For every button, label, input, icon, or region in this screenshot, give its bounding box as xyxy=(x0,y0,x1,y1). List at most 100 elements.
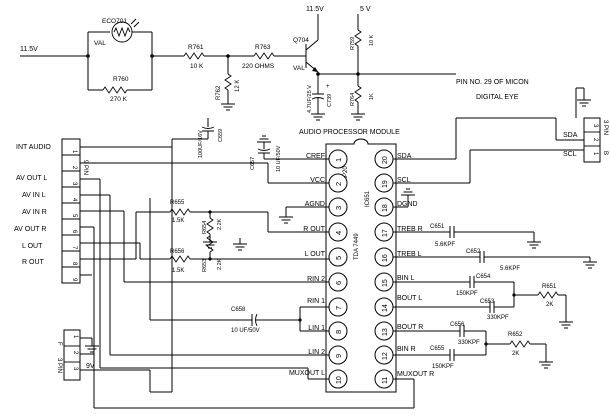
connector-int-audio: INT AUDIO 1 2 3 4 5 6 7 8 9 9 PIN AV OUT… xyxy=(14,138,88,284)
pin-label-scl: SCL xyxy=(397,177,411,184)
r763-value: 220 OHMS xyxy=(242,63,275,70)
connector-bottom-3pin: 1 2 3 F 3 PIN 9V xyxy=(56,329,172,393)
resistor-r654 xyxy=(206,217,214,235)
r651-label: R651 xyxy=(542,284,557,290)
ic-pin-19: 19 xyxy=(374,173,394,193)
ic-ref-label: IC651 xyxy=(365,190,371,207)
svg-text:7: 7 xyxy=(71,246,77,250)
resistor-r651 xyxy=(537,291,559,299)
svg-text:19: 19 xyxy=(382,180,389,188)
digital-eye-section: 11.5V ECO701 VAL R760 270 K R761 10 K xyxy=(20,6,529,121)
ic-pin-5: 5 xyxy=(328,247,348,267)
c657-label: C657 xyxy=(250,157,256,170)
pin-label-agnd: AGND xyxy=(305,201,325,208)
q704-value: VAL xyxy=(293,65,305,72)
r654-value: 2.2K xyxy=(217,218,223,230)
pin-label-vcc: VCC xyxy=(310,177,325,184)
bass-right-network: C656 330KPF C655 150KPF R652 2K xyxy=(393,322,553,370)
r761-label: R761 xyxy=(188,44,204,51)
c659-value: 100UF/16V xyxy=(198,130,204,158)
l-out-network: R656 1.5K R653 2.2K xyxy=(169,234,329,274)
r759-label: R759 xyxy=(350,37,356,50)
resistor-r652 xyxy=(509,340,531,348)
ic-pin-6: 6 xyxy=(328,272,348,292)
svg-text:13: 13 xyxy=(382,328,389,336)
connector-right-3pin: 3 2 1 3 PIN B xyxy=(575,87,608,163)
eco701-label: ECO701 xyxy=(102,18,127,25)
cref-vcc-decoupling: 100UF/16V C659 C657 10 UF/50V xyxy=(171,118,329,184)
svg-text:2: 2 xyxy=(592,138,598,142)
svg-text:1: 1 xyxy=(592,152,598,156)
svg-text:9: 9 xyxy=(334,354,343,358)
ic-pin-8: 8 xyxy=(328,321,348,341)
resistor-r764 xyxy=(354,85,362,103)
c653-value: 330KPF xyxy=(487,315,509,321)
svg-text:3: 3 xyxy=(72,367,78,371)
c654-label: C654 xyxy=(476,274,491,280)
pin-label-bout-r: BOUT R xyxy=(397,324,423,331)
resistor-r656 xyxy=(169,255,191,263)
pin-label-bout-l: BOUT L xyxy=(397,295,422,302)
supply-label-11v5-top: 11.5V xyxy=(306,6,324,13)
svg-text:8: 8 xyxy=(71,262,77,266)
c655-value: 150KPF xyxy=(432,364,454,370)
svg-text:6: 6 xyxy=(334,281,343,285)
svg-text:6: 6 xyxy=(71,230,77,234)
c739-value: 4.7UF/25 V xyxy=(307,85,313,113)
resistor-r761 xyxy=(183,52,205,60)
pin-label-lin1: LIN 1 xyxy=(308,325,325,332)
pin-label-cref: CREF xyxy=(306,153,325,160)
r651-value: 2K xyxy=(546,302,553,308)
ic-pin-20: 20 xyxy=(374,149,394,169)
r654-label: R654 xyxy=(202,221,208,234)
svg-text:5: 5 xyxy=(71,214,77,218)
c659-label: C659 xyxy=(218,129,224,142)
connector-wiring xyxy=(80,146,415,409)
ic-pin-12: 12 xyxy=(374,345,394,365)
svg-text:7: 7 xyxy=(334,306,343,310)
resistor-r763 xyxy=(253,52,275,60)
r-out-network: R655 1.5K R654 2.2K xyxy=(169,200,329,251)
c653-label: C653 xyxy=(480,299,495,305)
ic-title: AUDIO PROCESSOR MODULE xyxy=(299,129,400,136)
svg-text:+: + xyxy=(326,84,330,90)
svg-text:2: 2 xyxy=(71,166,77,170)
pin-label-bin-r: BIN R xyxy=(397,346,416,353)
int-audio-9pin-tag: 9 PIN xyxy=(82,160,88,175)
rin1-lin1-network: C658 10 UF/50V xyxy=(149,198,329,334)
transistor-q704 xyxy=(305,14,319,74)
ic-pin-2: 2 xyxy=(328,173,348,193)
r759-value: 10 K xyxy=(369,34,375,46)
c654-value: 150KPF xyxy=(456,291,478,297)
ic-package-label: DIP20 xyxy=(343,166,349,183)
svg-text:2: 2 xyxy=(334,182,343,186)
svg-text:16: 16 xyxy=(382,254,389,262)
svg-text:4: 4 xyxy=(334,231,343,235)
r761-value: 10 K xyxy=(190,63,204,70)
r652-label: R652 xyxy=(508,332,523,338)
note-digital-eye: DIGITAL EYE xyxy=(476,94,519,101)
i2c-bus: SDA SCL xyxy=(393,117,584,184)
svg-text:3: 3 xyxy=(592,124,598,128)
pin-label-muxout-r: MUXOUT R xyxy=(397,371,434,378)
r652-value: 2K xyxy=(512,351,519,357)
ic-pin-13: 13 xyxy=(374,321,394,341)
ic-pin-16: 16 xyxy=(374,247,394,267)
resistor-r655 xyxy=(169,208,191,216)
bass-left-network: C654 150KPF C653 330KPF R651 2K xyxy=(393,274,573,329)
svg-text:15: 15 xyxy=(382,279,389,287)
svg-text:8: 8 xyxy=(334,330,343,334)
pin-label-muxout-l: MUXOUT L xyxy=(289,370,325,377)
svg-text:9: 9 xyxy=(71,278,77,282)
c652-value: 5.6KPF xyxy=(500,266,520,272)
ic-pin-1: 1 xyxy=(328,149,348,169)
ldr-val-label: VAL xyxy=(94,40,106,47)
supply-label-11v5-left: 11.5V xyxy=(20,46,38,53)
pin-label-sda: SDA xyxy=(397,153,412,160)
signal-l-out: L OUT xyxy=(22,243,43,250)
pin-label-r-out: R OUT xyxy=(303,226,326,233)
c656-label: C656 xyxy=(450,322,465,328)
supply-label-9v: 9V xyxy=(86,363,95,370)
supply-label-5v: 5 V xyxy=(360,6,371,13)
